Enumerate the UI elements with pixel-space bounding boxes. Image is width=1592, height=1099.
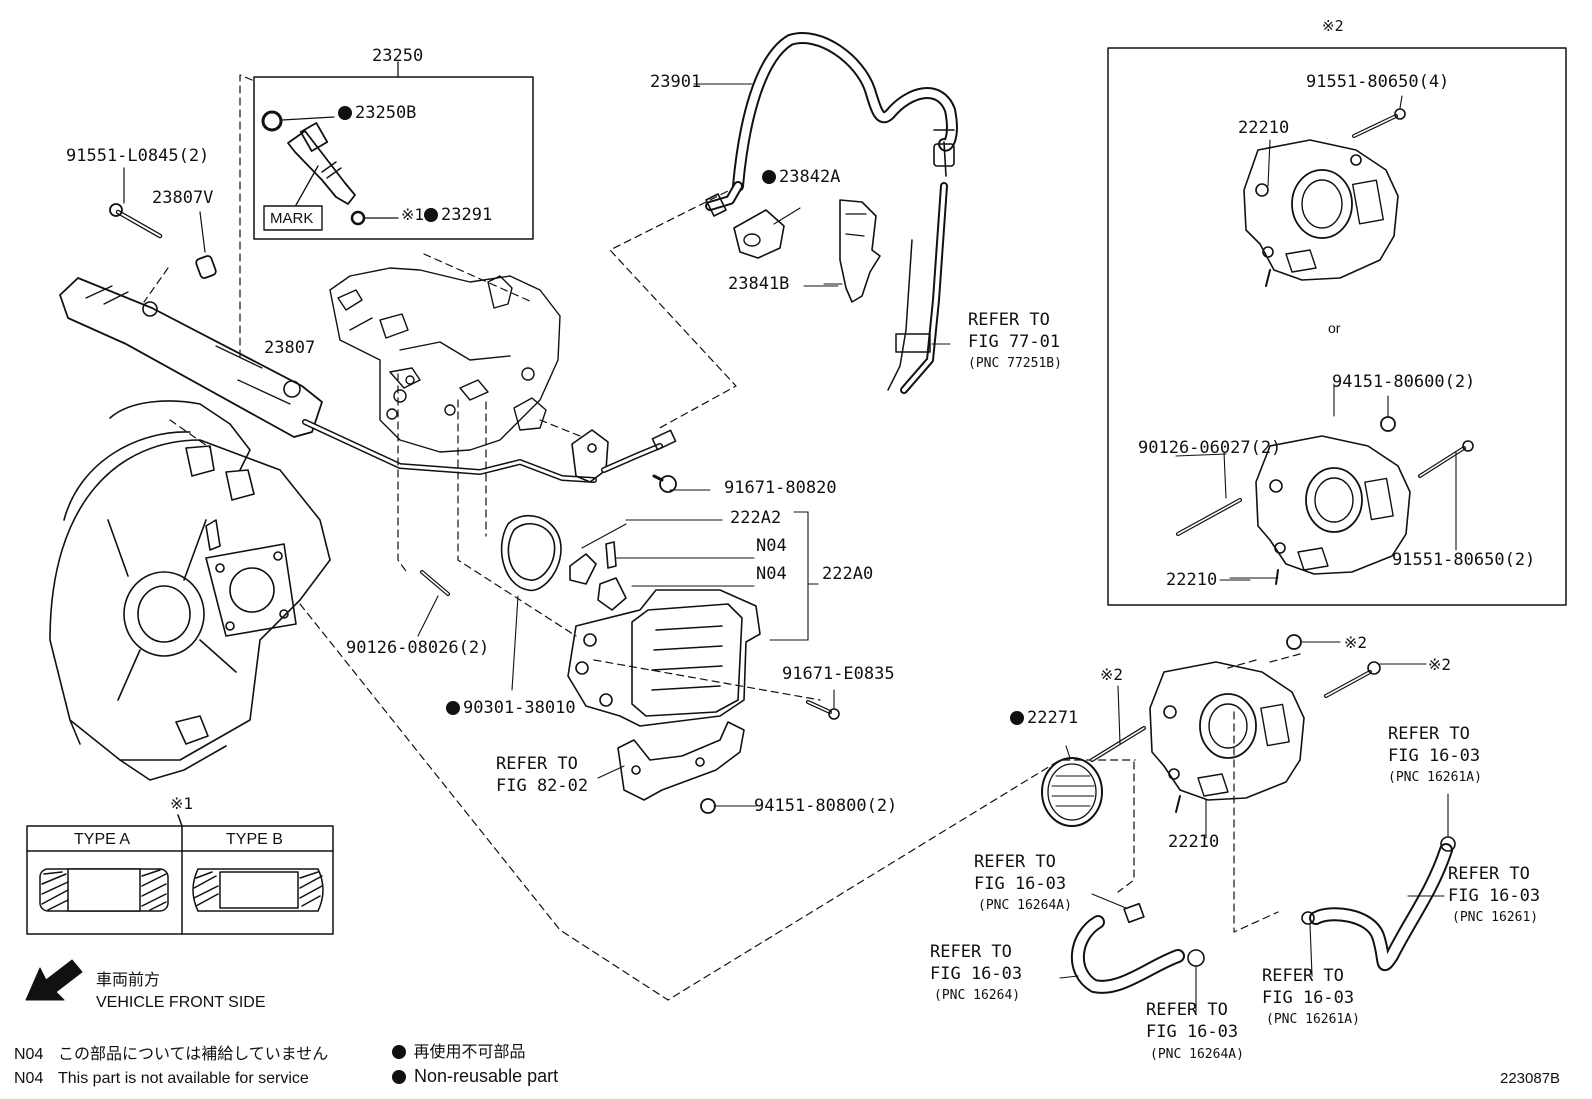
type-table xyxy=(27,815,333,934)
legend-nonreuse-en: Non-reusable part xyxy=(392,1066,558,1087)
ref-16264a-b-line1: REFER TO xyxy=(1146,1000,1228,1020)
vehicle-front-arrow-icon xyxy=(26,960,82,1000)
label-23250: 23250 xyxy=(372,46,424,66)
legend-n04-code-1: N04 xyxy=(14,1046,44,1063)
ref-16264-line2: FIG 16-03 xyxy=(930,964,1023,984)
non-reusable-dot-icon xyxy=(1010,711,1024,725)
label-23807: 23807 xyxy=(264,338,316,358)
intake-manifold xyxy=(50,401,330,780)
label-91551-l0845: 91551-L0845(2) xyxy=(66,146,210,166)
non-reusable-dot-icon xyxy=(392,1045,406,1059)
vehicle-front-jp: 車両前方 xyxy=(96,972,161,989)
ref-16261a-top-line1: REFER TO xyxy=(1388,724,1470,744)
note-ref-2-stud: ※2 xyxy=(1100,665,1124,684)
ref-16264a-line2: FIG 16-03 xyxy=(974,874,1067,894)
label-90126-08026: 90126-08026(2) xyxy=(346,638,490,658)
throttle-body-center xyxy=(568,476,839,813)
label-94151-80800: 94151-80800(2) xyxy=(754,796,898,816)
fuel-delivery-pipe xyxy=(60,168,676,482)
ref-77-01-line1: REFER TO xyxy=(968,310,1050,330)
label-23291-text: 23291 xyxy=(441,205,493,225)
label-leader-lines xyxy=(582,84,1334,806)
label-90301-38010-text: 90301-38010 xyxy=(463,698,576,718)
legend-n04-en: This part is not available for service xyxy=(58,1070,309,1087)
ref-77-01-line3: (PNC 77251B) xyxy=(968,356,1062,371)
ref-82-02-line2: FIG 82-02 xyxy=(496,776,589,796)
non-reusable-dot-icon xyxy=(338,106,352,120)
note-ref-2-bolt: ※2 xyxy=(1428,655,1452,674)
ref-77-01-line2: FIG 77-01 xyxy=(968,332,1061,352)
label-23807v: 23807V xyxy=(152,188,214,208)
hose-23901 xyxy=(706,38,954,390)
label-n04-a: N04 xyxy=(756,536,787,556)
ref-16261a-top-line3: (PNC 16261A) xyxy=(1388,770,1482,785)
ref-16264-line1: REFER TO xyxy=(930,942,1012,962)
label-22271-text: 22271 xyxy=(1027,708,1079,728)
engine-head-outline xyxy=(330,268,560,452)
ref-16264a-line3: (PNC 16264A) xyxy=(978,898,1072,913)
label-22210-main: 22210 xyxy=(1168,832,1220,852)
injector-inset-box xyxy=(254,62,533,239)
label-91671-80820: 91671-80820 xyxy=(724,478,837,498)
ref-16261a-b-line2: FIG 16-03 xyxy=(1262,988,1355,1008)
label-91551-80650-4: 91551-80650(4) xyxy=(1306,72,1450,92)
note-ref-1: ※1 xyxy=(401,205,425,224)
figure-id: 223087B xyxy=(1500,1070,1561,1087)
label-90126-06027: 90126-06027(2) xyxy=(1138,438,1282,458)
throttle-body-lower-right xyxy=(1042,635,1426,838)
ref-16261-line1: REFER TO xyxy=(1448,864,1530,884)
non-reusable-dot-icon xyxy=(762,170,776,184)
ref-82-02-line1: REFER TO xyxy=(496,754,578,774)
label-22271: 22271 xyxy=(1010,708,1078,729)
vehicle-front-en: VEHICLE FRONT SIDE xyxy=(96,994,266,1011)
ref-16261a-b-line3: (PNC 16261A) xyxy=(1266,1012,1360,1027)
ref-16264a-b-line2: FIG 16-03 xyxy=(1146,1022,1239,1042)
dashed-guide-lines xyxy=(144,75,1300,1000)
label-23842a: 23842A xyxy=(762,167,840,188)
throttle-gasket-group xyxy=(418,516,626,690)
non-reusable-dot-icon xyxy=(446,701,460,715)
ref-16264a-line1: REFER TO xyxy=(974,852,1056,872)
type-table-note-ref-1: ※1 xyxy=(170,794,194,813)
label-222a2: 222A2 xyxy=(730,508,782,528)
label-22210-box-bottom: 22210 xyxy=(1166,570,1218,590)
type-a-header: TYPE A xyxy=(74,831,131,848)
ref-16261a-top-line2: FIG 16-03 xyxy=(1388,746,1481,766)
label-n04-b: N04 xyxy=(756,564,787,584)
type-b-header: TYPE B xyxy=(226,831,283,848)
label-or: or xyxy=(1328,320,1341,336)
label-23841b: 23841B xyxy=(728,274,790,294)
label-94151-80600: 94151-80600(2) xyxy=(1332,372,1476,392)
label-91671-e0835: 91671-E0835 xyxy=(782,664,895,684)
label-23291: ※1 23291 xyxy=(401,204,492,226)
label-23901: 23901 xyxy=(650,72,702,92)
alt-throttle-box xyxy=(1108,48,1566,605)
label-90301-38010: 90301-38010 xyxy=(446,698,576,719)
legend-nonreuse-en-text: Non-reusable part xyxy=(414,1066,559,1086)
ref-16264-line3: (PNC 16264) xyxy=(934,988,1021,1003)
legend-n04-jp: この部品については補給していません xyxy=(58,1046,329,1063)
coolant-hoses xyxy=(1060,794,1455,1012)
note-ref-2-nut: ※2 xyxy=(1344,633,1368,652)
label-23250b-text: 23250B xyxy=(355,103,417,123)
ref-16261-line3: (PNC 16261) xyxy=(1452,910,1539,925)
non-reusable-dot-icon xyxy=(424,208,439,222)
label-mark: MARK xyxy=(270,210,314,227)
ref-16261-line2: FIG 16-03 xyxy=(1448,886,1541,906)
ref-16264a-b-line3: (PNC 16264A) xyxy=(1150,1047,1244,1062)
legend-nonreuse-jp: 再使用不可部品 xyxy=(392,1042,525,1063)
legend-n04-code-2: N04 xyxy=(14,1070,44,1087)
label-23842a-text: 23842A xyxy=(779,167,841,187)
legend-nonreuse-jp-text: 再使用不可部品 xyxy=(413,1044,526,1061)
non-reusable-dot-icon xyxy=(392,1070,406,1084)
box-note-ref-2: ※2 xyxy=(1322,17,1344,35)
ref-16261a-b-line1: REFER TO xyxy=(1262,966,1344,986)
label-222a0: 222A0 xyxy=(822,564,874,584)
label-22210-top: 22210 xyxy=(1238,118,1290,138)
label-23250b: 23250B xyxy=(338,103,416,124)
label-91551-80650-2: 91551-80650(2) xyxy=(1392,550,1536,570)
